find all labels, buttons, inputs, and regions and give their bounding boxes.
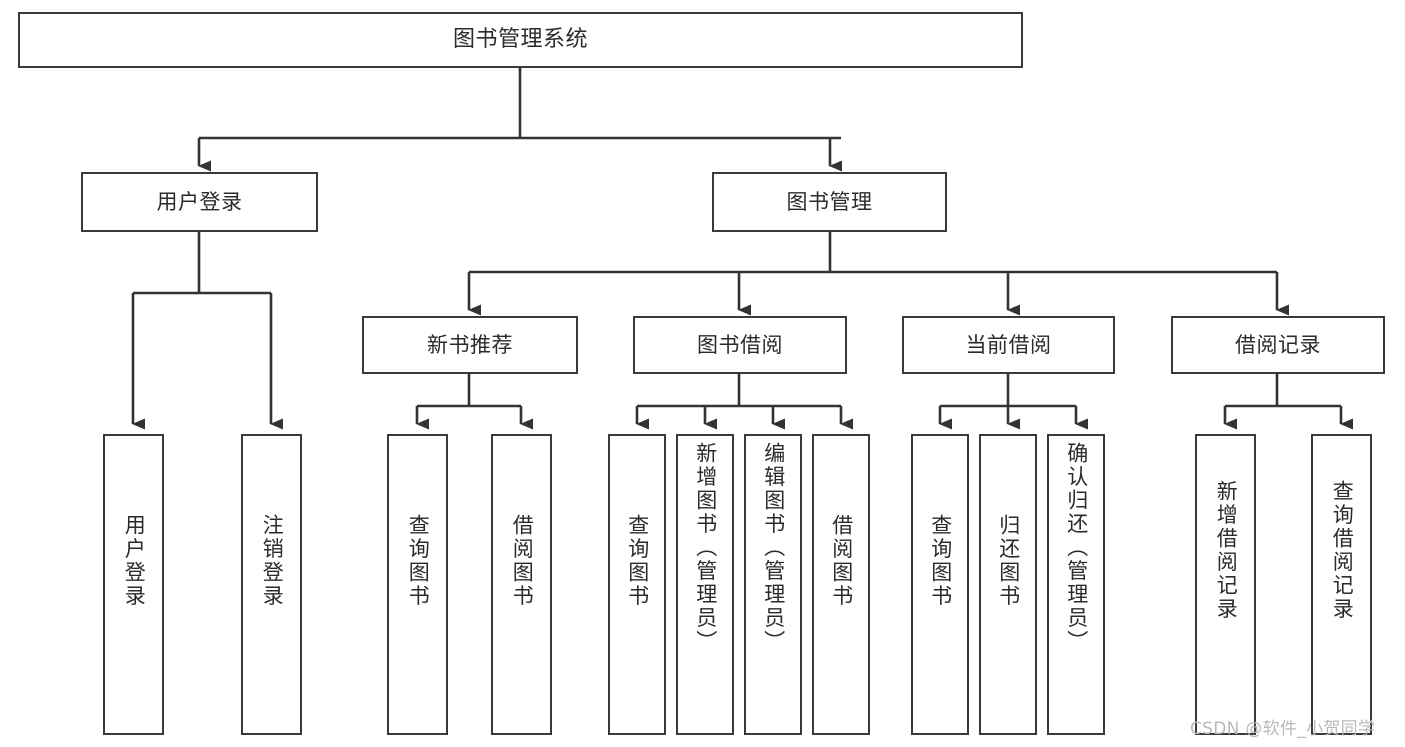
leaf-query-book-current[interactable]: 查询图书 xyxy=(911,434,969,735)
node-label: 新增借阅记录 xyxy=(1214,480,1239,621)
node-label: 确认归还（管理员） xyxy=(1064,442,1089,654)
leaf-user-login[interactable]: 用户登录 xyxy=(103,434,164,735)
node-label: 借阅图书 xyxy=(829,514,854,608)
leaf-add-borrow-record[interactable]: 新增借阅记录 xyxy=(1195,434,1256,735)
node-new-book-recommend[interactable]: 新书推荐 xyxy=(362,316,578,374)
leaf-borrow-book-borrow[interactable]: 借阅图书 xyxy=(812,434,870,735)
node-label: 借阅记录 xyxy=(1235,332,1321,357)
node-label: 查询图书 xyxy=(406,514,431,608)
node-label: 注销登录 xyxy=(260,514,285,608)
node-label: 查询图书 xyxy=(625,514,650,608)
leaf-edit-book-admin[interactable]: 编辑图书（管理员） xyxy=(744,434,802,735)
node-label: 编辑图书（管理员） xyxy=(761,442,786,654)
leaf-query-book-borrow[interactable]: 查询图书 xyxy=(608,434,666,735)
node-label: 图书借阅 xyxy=(697,332,783,357)
node-label: 新书推荐 xyxy=(427,332,513,357)
leaf-return-book[interactable]: 归还图书 xyxy=(979,434,1037,735)
node-book-borrow[interactable]: 图书借阅 xyxy=(633,316,847,374)
leaf-confirm-return-admin[interactable]: 确认归还（管理员） xyxy=(1047,434,1105,735)
node-current-borrow[interactable]: 当前借阅 xyxy=(902,316,1115,374)
node-label: 用户登录 xyxy=(156,189,243,214)
node-borrow-record[interactable]: 借阅记录 xyxy=(1171,316,1385,374)
node-book-management[interactable]: 图书管理 xyxy=(712,172,947,232)
node-root-book-management-system[interactable]: 图书管理系统 xyxy=(18,12,1023,68)
node-label: 归还图书 xyxy=(996,514,1021,608)
node-label: 当前借阅 xyxy=(965,332,1052,357)
leaf-query-borrow-record[interactable]: 查询借阅记录 xyxy=(1311,434,1372,735)
node-label: 借阅图书 xyxy=(510,514,535,608)
leaf-logout-login[interactable]: 注销登录 xyxy=(241,434,302,735)
node-label: 图书管理 xyxy=(786,189,873,214)
node-label: 查询借阅记录 xyxy=(1330,480,1355,621)
node-label: 用户登录 xyxy=(122,514,147,608)
leaf-add-book-admin[interactable]: 新增图书（管理员） xyxy=(676,434,734,735)
leaf-borrow-book-recommend[interactable]: 借阅图书 xyxy=(491,434,552,735)
leaf-query-book-recommend[interactable]: 查询图书 xyxy=(387,434,448,735)
node-user-login[interactable]: 用户登录 xyxy=(81,172,318,232)
node-label: 查询图书 xyxy=(928,514,953,608)
node-label: 图书管理系统 xyxy=(452,27,588,52)
node-label: 新增图书（管理员） xyxy=(693,442,718,654)
